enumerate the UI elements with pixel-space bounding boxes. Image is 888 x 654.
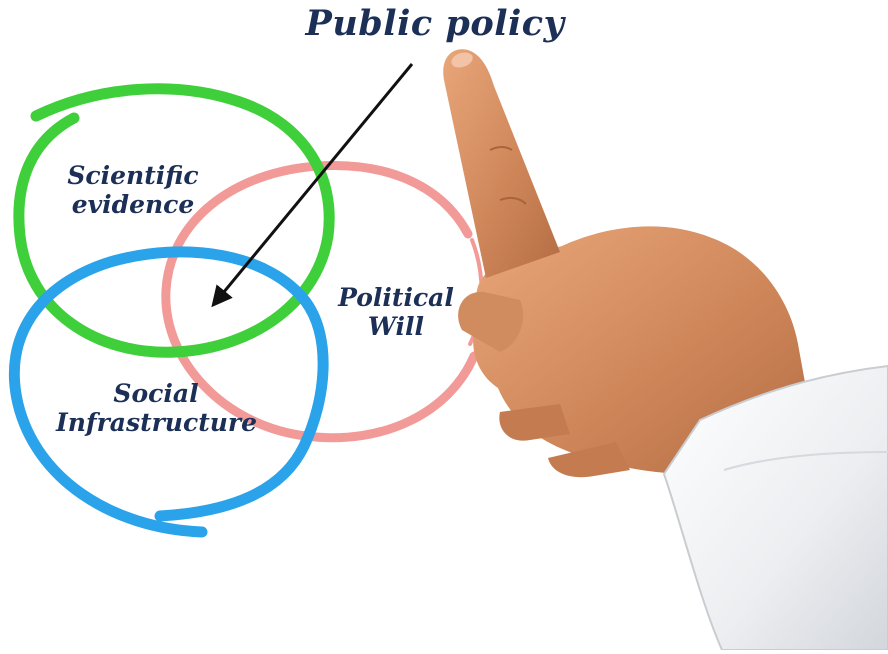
scientific-evidence-line-1: Scientific <box>67 161 199 190</box>
scientific-evidence-line-2: evidence <box>71 189 195 219</box>
political-will-line-2: Will <box>367 311 425 341</box>
diagram-title: Public policy <box>305 3 565 44</box>
social-infrastructure-line-2: Infrastructure <box>56 407 257 437</box>
social-infrastructure-line-1: Social <box>113 379 199 408</box>
political-will-line-1: Political <box>338 283 454 312</box>
pointing-hand-illustration <box>443 49 888 651</box>
policy-arrow <box>211 63 414 308</box>
social-infrastructure-circle <box>8 246 329 538</box>
scientific-evidence-circle <box>13 83 335 358</box>
scientific-evidence-label: Scientific evidence <box>48 161 218 220</box>
political-will-label: Political Will <box>316 283 476 342</box>
social-infrastructure-label: Social Infrastructure <box>56 379 257 438</box>
